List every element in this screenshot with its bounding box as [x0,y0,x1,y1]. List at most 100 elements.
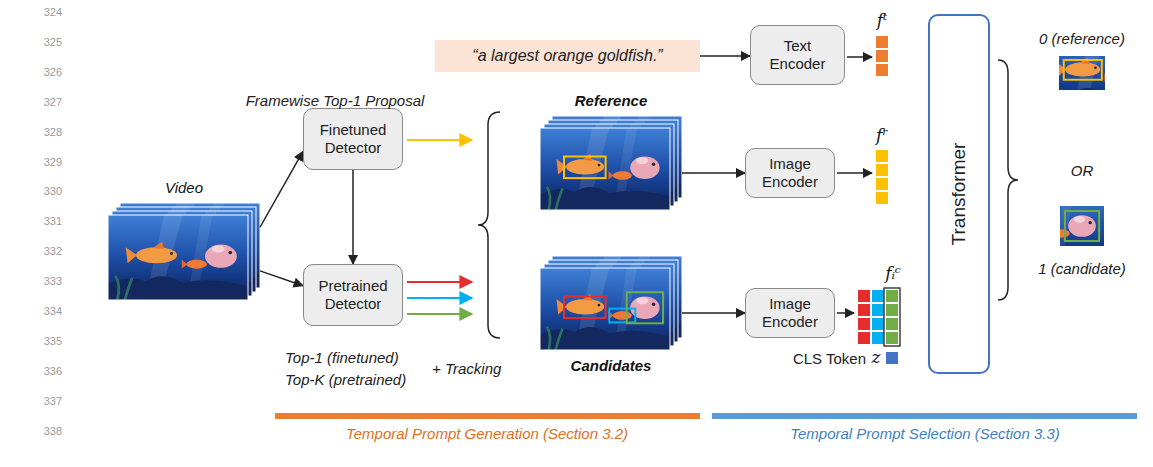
reference-frames [540,128,670,210]
left-brace [478,112,500,338]
feature-symbol: fᵗ [877,10,887,30]
line-number: 336 [44,365,62,377]
reference-feature-tokens [876,150,888,204]
reference-feature-tokens [876,178,888,190]
connector-arrow [260,271,303,286]
output-label: 1 (candidate) [1038,260,1126,277]
candidate-frames [564,297,606,319]
candidate-feature-tokens [886,290,898,302]
annotation: CLS Token [793,350,866,367]
right-brace [998,60,1018,300]
feature-arrows [837,57,872,313]
line-number: 329 [44,156,62,168]
node-text: Image Encoder [752,155,828,191]
text-feature-tokens [876,36,888,48]
line-number: 328 [44,126,62,138]
encoder-box: Image Encoder [745,148,835,198]
line-number: 338 [44,425,62,437]
video-frames [108,215,248,300]
proposal-arrows [407,313,472,315]
node-text: Transformer [948,143,970,246]
reference-frames [564,157,606,179]
line-number: 335 [44,335,62,347]
output-label: 0 (reference) [1039,30,1125,47]
candidate-feature-tokens [858,288,900,346]
candidate-feature-tokens [872,318,884,330]
candidate-frames [540,268,670,350]
node-text: Video [165,179,203,196]
node-text: Pretrained Detector [310,277,396,313]
candidate-feature-tokens [872,304,884,316]
line-number: 333 [44,275,62,287]
reference-feature-tokens [876,164,888,176]
section-label: Temporal Prompt Selection (Section 3.3) [790,425,1060,442]
line-number: 325 [44,36,62,48]
candidate-feature-tokens [858,290,870,344]
feature-symbol: z [872,347,881,367]
reference-feature-tokens [876,192,888,204]
text-feature-tokens [876,36,888,76]
candidate-feature-tokens [886,304,898,316]
proposal-arrows [407,139,472,141]
video-frames [108,215,248,300]
encoder-box: Text Encoder [750,25,845,85]
candidate-frames [540,256,682,350]
detector-box: Pretrained Detector [303,264,403,326]
reference-stack: Reference [540,116,682,210]
candidate-frames [609,309,635,323]
feature-arrows [837,312,854,314]
generation-bar [275,413,700,419]
output-thumbnail [983,188,1105,267]
connector-arrow [682,172,745,174]
annotation: Top-K (pretrained) [285,371,406,388]
line-number: 337 [44,395,62,407]
cls-token [886,352,898,364]
proposal-arrows [407,297,472,299]
output-thumbnail [983,188,1105,267]
candidate-frames [627,292,663,323]
node-text: Candidates [571,357,652,374]
output-thumbnail [1064,60,1102,80]
candidate-feature-tokens [872,290,884,302]
candidate-feature-tokens [886,318,898,330]
line-number: 330 [44,185,62,197]
connector-arrow [682,312,745,314]
candidate-stack: Candidates [540,256,682,350]
line-number: 326 [44,66,62,78]
candidate-feature-tokens [858,332,870,344]
proposal-arrows [407,140,472,314]
reference-frames [540,116,682,210]
section-label: Temporal Prompt Generation (Section 3.2) [346,425,628,442]
node-text: Text Encoder [757,37,838,73]
candidate-feature-tokens [872,290,884,344]
encoder-box: Image Encoder [745,288,835,338]
annotation: Framewise Top-1 Proposal [246,92,425,109]
annotation: Top-1 (finetuned) [285,349,399,366]
feature-symbol: fʳ [876,125,888,145]
text-feature-tokens [876,64,888,76]
line-number: 331 [44,215,62,227]
candidate-feature-tokens [886,290,898,344]
reference-feature-tokens [876,150,888,162]
candidate-feature-tokens [858,304,870,316]
node-text: “a largest orange goldfish.” [472,47,662,65]
transformer-box: Transformer [928,14,990,374]
text-feature-tokens [876,50,888,62]
candidate-feature-tokens [858,318,870,330]
selection-bar [712,413,1137,419]
output-thumbnail [983,188,1105,267]
line-number: 332 [44,245,62,257]
output-thumbnail [1065,211,1099,241]
connector-arrow [260,151,303,227]
candidate-feature-tokens [884,288,900,346]
proposal-arrows [407,281,472,283]
node-text: Image Encoder [752,295,828,331]
node-text: Reference [575,92,648,109]
video-frames [108,203,260,300]
reference-frames [540,128,670,210]
feature-symbol: fᵢᶜ [885,263,901,283]
output-label: OR [1071,162,1094,179]
annotation: + Tracking [432,360,501,377]
line-number: 324 [44,6,62,18]
feature-arrows [847,56,872,58]
